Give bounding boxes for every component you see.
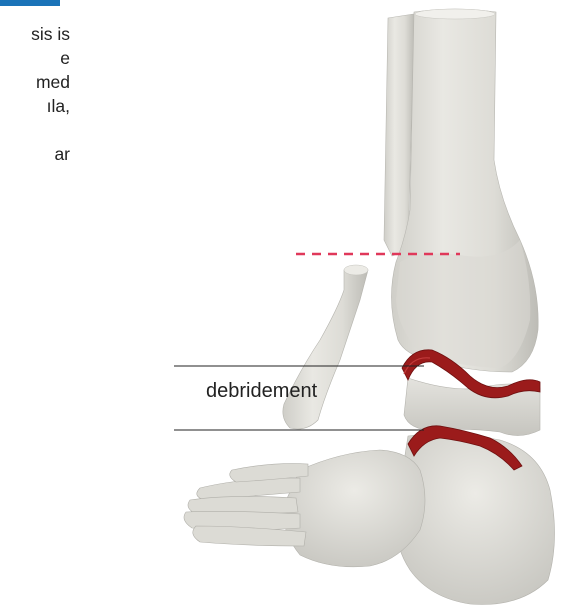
fibula-fragment [283, 266, 368, 429]
debridement-label: debridement [206, 380, 317, 403]
foot-bones [184, 464, 308, 546]
